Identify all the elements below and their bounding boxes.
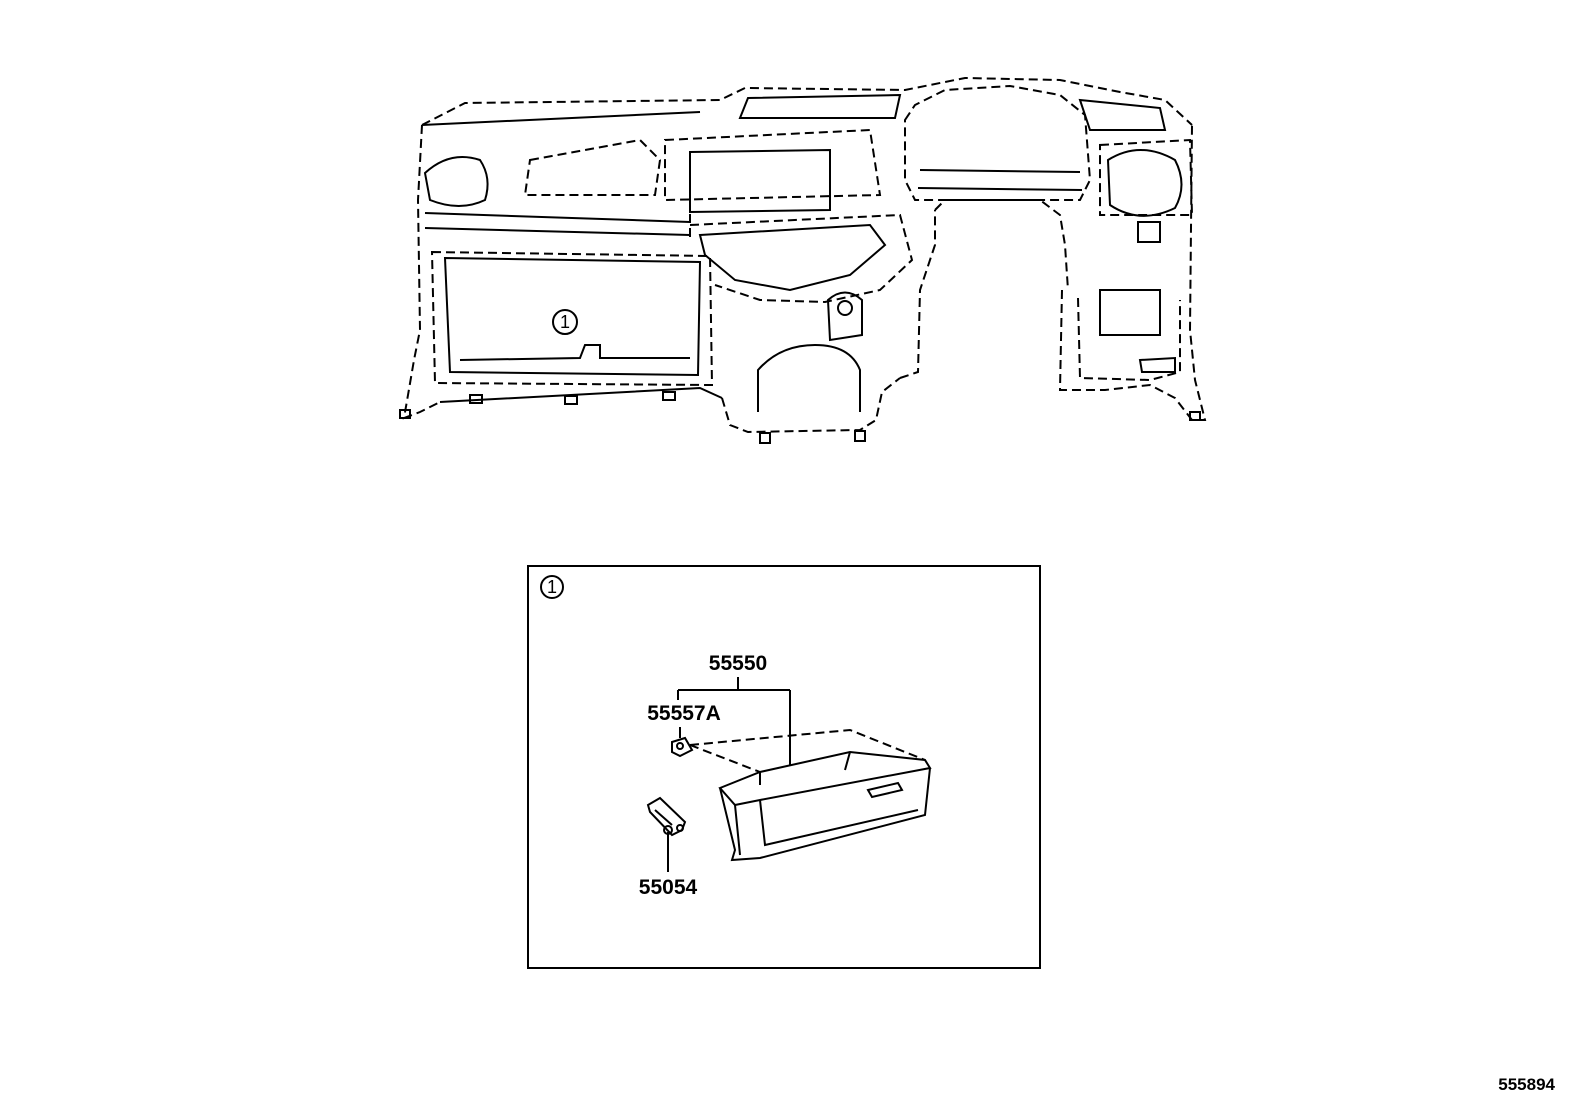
leader-lines (667, 677, 791, 872)
stopper-illustration (671, 736, 694, 758)
figure-number: 555894 (1498, 1075, 1555, 1094)
part-label-55054: 55054 (639, 876, 698, 899)
callout-circle (552, 309, 578, 335)
glove-box-door-illustration (689, 728, 932, 862)
detail-box-callout: 1 (540, 575, 564, 599)
part-label-55557a: 55557A (647, 702, 721, 725)
detail-callout-number: 1 (547, 577, 557, 597)
glove-box-callout: 1 (552, 309, 578, 335)
callout-number: 1 (560, 312, 570, 332)
instrument-panel-illustration (399, 76, 1207, 444)
detail-callout-circle (540, 575, 564, 599)
lock-illustration (646, 796, 687, 837)
part-label-55550: 55550 (709, 652, 767, 675)
detail-box-frame (527, 565, 1041, 969)
